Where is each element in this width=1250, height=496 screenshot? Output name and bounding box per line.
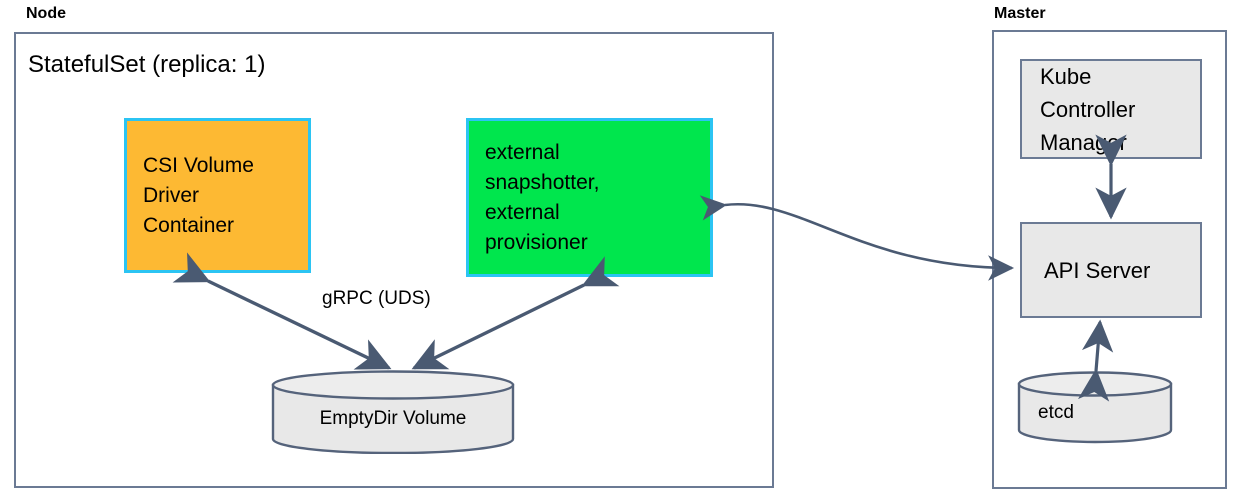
grpc-uds-label: gRPC (UDS) bbox=[322, 288, 431, 309]
statefulset-title: StatefulSet (replica: 1) bbox=[28, 51, 266, 78]
emptydir-cylinder-shape bbox=[271, 370, 515, 455]
emptydir-volume-label: EmptyDir Volume bbox=[319, 408, 467, 429]
csi-volume-driver-container-label: CSI Volume Driver Container bbox=[143, 153, 254, 237]
emptydir-volume-cylinder[interactable]: EmptyDir Volume bbox=[270, 370, 516, 455]
etcd-cylinder-shape bbox=[1017, 371, 1173, 444]
master-zone-label: Master bbox=[994, 5, 1046, 22]
etcd-label: etcd bbox=[1038, 402, 1074, 423]
kube-controller-manager-box[interactable]: Kube Controller Manager bbox=[1020, 59, 1202, 159]
api-server-box[interactable]: API Server bbox=[1020, 222, 1202, 318]
etcd-cylinder[interactable]: etcd bbox=[1016, 370, 1174, 444]
node-zone-label: Node bbox=[26, 5, 66, 22]
external-components-label: external snapshotter, external provision… bbox=[485, 140, 600, 254]
csi-volume-driver-container-box[interactable]: CSI Volume Driver Container bbox=[124, 118, 311, 273]
api-server-label: API Server bbox=[1044, 257, 1151, 283]
kube-controller-manager-label: Kube Controller Manager bbox=[1040, 63, 1136, 155]
external-components-box[interactable]: external snapshotter, external provision… bbox=[466, 118, 713, 277]
